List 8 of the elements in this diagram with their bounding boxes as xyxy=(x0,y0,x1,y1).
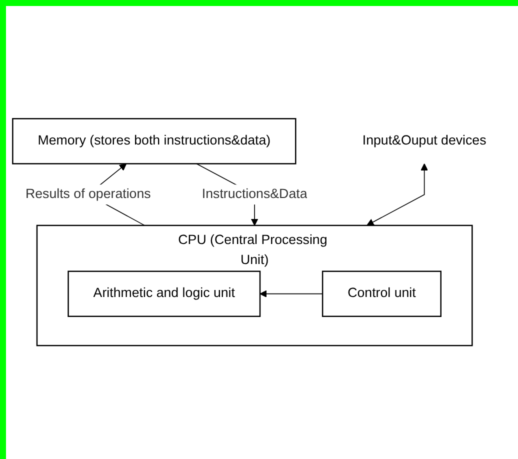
node-box: Control unit xyxy=(322,271,442,318)
edge-label: Instructions&Data xyxy=(202,187,308,202)
arrow xyxy=(260,290,323,298)
node-box: Arithmetic and logic unit xyxy=(68,271,261,318)
arrow xyxy=(366,164,428,226)
edge-label: Results of operations xyxy=(25,187,151,202)
node-box: Memory (stores both instructions&data) xyxy=(12,118,296,165)
node-text: Input&Ouput devices xyxy=(362,134,486,148)
